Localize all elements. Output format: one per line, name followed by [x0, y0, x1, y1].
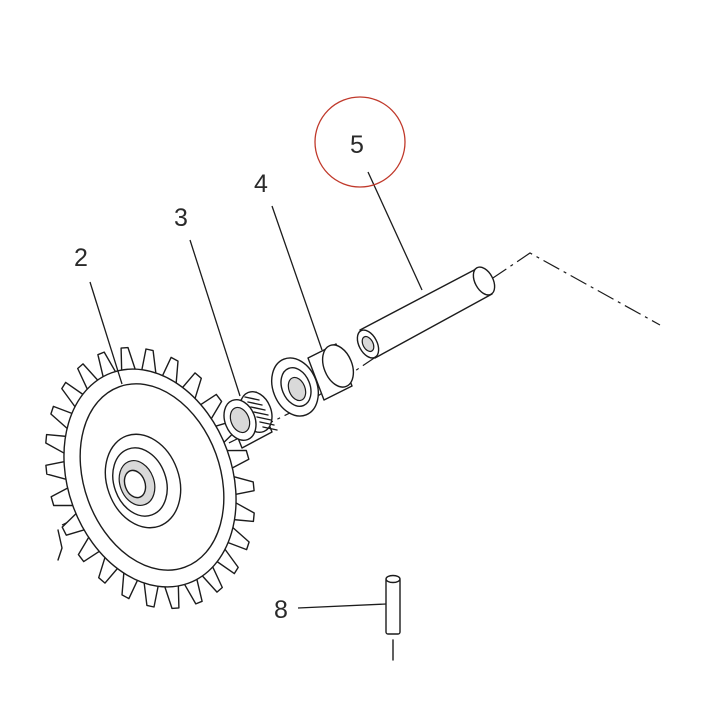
bushing-part	[271, 343, 355, 417]
bearing-needle	[259, 421, 275, 426]
leader-line-2	[89, 281, 123, 385]
leader-line-5	[367, 171, 423, 291]
part-label-2: 2	[74, 244, 88, 272]
bearing-needle	[256, 416, 272, 421]
bearing-needles	[244, 396, 278, 431]
bearing-needle	[247, 401, 263, 406]
pin-part	[385, 574, 401, 661]
leader-line-8	[297, 603, 387, 609]
bearing-needle	[262, 426, 278, 431]
leader-line-3	[189, 239, 241, 397]
bearing-needle	[253, 411, 269, 416]
part-label-5: 5	[350, 131, 364, 159]
part-label-4: 4	[254, 170, 268, 198]
bearing-needle	[250, 406, 266, 411]
highlight-circle	[314, 96, 406, 188]
part-label-3: 3	[174, 204, 188, 232]
gear-part	[45, 346, 255, 610]
needle-bearing-part	[223, 391, 278, 449]
part-label-8: 8	[274, 596, 288, 624]
bearing-needle	[244, 396, 260, 401]
shaft-part	[356, 266, 496, 359]
leader-line-4	[271, 205, 323, 351]
